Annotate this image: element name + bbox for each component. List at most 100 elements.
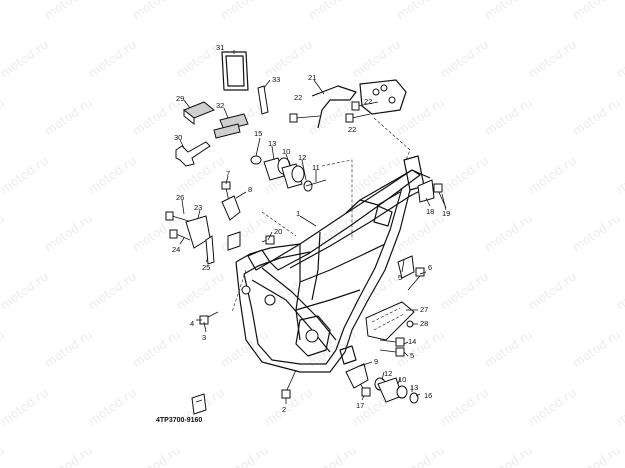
callout-18: 18 [426,207,434,216]
leader-lines [179,50,447,404]
callout-5: 5 [410,351,414,360]
watermark-text: motod.ru [218,0,271,22]
callout-24: 24 [172,245,180,254]
callout-20: 20 [274,227,282,236]
watermark-text: motod.ru [0,385,51,428]
callout-13: 13 [268,139,276,148]
callout-7: 7 [226,169,230,178]
watermark-text: motod.ru [218,211,271,254]
side-cover-27 [365,301,415,341]
watermark-text: motod.ru [482,327,535,370]
watermark-text: motod.ru [482,0,535,22]
callout-4: 4 [190,319,194,328]
callout-13: 13 [410,383,418,392]
callout-5: 5 [398,273,402,282]
damper-29 [183,101,215,126]
watermark-text: motod.ru [526,153,579,196]
callout-22: 22 [364,97,372,106]
watermark-text: motod.ru [482,95,535,138]
watermark-text: motod.ru [526,385,579,428]
callout-10: 10 [282,147,290,156]
figure-code: 4TP3700-9160 [156,417,202,424]
brackets [185,179,435,279]
callout-22: 22 [348,125,356,134]
watermark-text: motod.ru [0,269,51,312]
watermark-text: motod.ru [614,269,625,312]
callout-28: 28 [420,319,428,328]
callout-32: 32 [216,101,224,110]
callout-8: 8 [248,185,252,194]
collar-set-lower [345,363,419,404]
watermark-text: motod.ru [614,37,625,80]
watermark-text: motod.ru [394,443,447,468]
callout-27: 27 [420,305,428,314]
callout-19: 19 [442,209,450,218]
watermark-text: motod.ru [526,37,579,80]
callout-17: 17 [356,401,364,410]
watermark-text: motod.ru [614,153,625,196]
plate-32 [213,113,249,139]
callout-21: 21 [308,73,316,82]
watermark-text: motod.ru [438,153,491,196]
callout-23: 23 [194,203,202,212]
watermark-text: motod.ru [0,443,7,468]
gasket-31 [221,51,249,91]
callout-6: 6 [428,263,432,272]
callout-2: 2 [282,405,286,414]
callout-3: 3 [202,333,206,342]
callout-15: 15 [254,129,262,138]
callout-numbers: 31 33 21 29 32 22 22 22 30 15 13 10 12 1… [156,43,450,424]
callout-16: 16 [424,391,432,400]
callout-9: 9 [374,357,378,366]
watermark-text: motod.ru [350,153,403,196]
watermark-text: motod.ru [570,327,623,370]
wrench-30 [175,141,211,167]
watermark-text: motod.ru [306,0,359,22]
watermark-text: motod.ru [42,211,95,254]
callout-26: 26 [176,193,184,202]
watermark-text: motod.ru [570,0,623,22]
watermark-text: motod.ru [86,269,139,312]
watermark-text: motod.ru [0,37,51,80]
main-frame [235,155,431,373]
watermark-text: motod.ru [86,153,139,196]
watermark-text: motod.ru [86,37,139,80]
callout-25: 25 [202,263,210,272]
callout-31: 31 [216,43,224,52]
engine-bracket-21 [311,79,407,129]
watermark-text: motod.ru [438,385,491,428]
callout-12: 12 [298,153,306,162]
watermark-text: motod.ru [570,211,623,254]
watermark-text: motod.ru [42,443,95,468]
bolts [165,101,447,399]
watermark-text: motod.ru [0,0,7,22]
watermark-text: motod.ru [394,211,447,254]
watermark-text: motod.ru [482,443,535,468]
watermark-text: motod.ru [394,0,447,22]
watermark-text: motod.ru [42,95,95,138]
watermark-text: motod.ru [42,327,95,370]
callout-10: 10 [398,375,406,384]
watermark-text: motod.ru [394,95,447,138]
watermark-text: motod.ru [526,269,579,312]
watermark-text: motod.ru [570,443,623,468]
callout-30: 30 [174,133,182,142]
watermark-text: motod.ru [482,211,535,254]
watermark-text: motod.ru [570,95,623,138]
clip-part [191,393,207,415]
watermark-text: motod.ru [438,269,491,312]
watermark-text: motod.ru [438,37,491,80]
strip-33 [257,85,269,115]
callout-1: 1 [296,209,300,218]
watermark-text: motod.ru [174,269,227,312]
watermark-text: motod.ru [350,37,403,80]
watermark-text: motod.ru [130,327,183,370]
callout-12: 12 [384,369,392,378]
callout-29: 29 [176,94,184,103]
watermark-text: motod.ru [614,385,625,428]
watermark-text: motod.ru [0,95,7,138]
watermark-text: motod.ru [86,385,139,428]
